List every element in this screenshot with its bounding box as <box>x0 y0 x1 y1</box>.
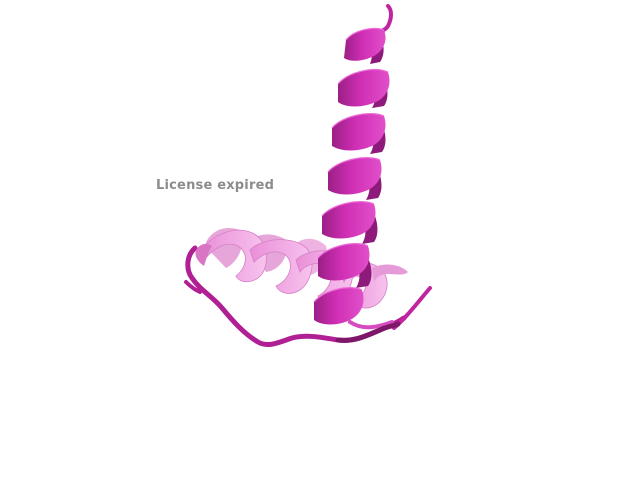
helix-horizontal <box>195 227 408 309</box>
license-expired-watermark: License expired <box>156 178 275 193</box>
coil-front-segment <box>335 321 401 343</box>
helix-vertical <box>313 4 393 325</box>
